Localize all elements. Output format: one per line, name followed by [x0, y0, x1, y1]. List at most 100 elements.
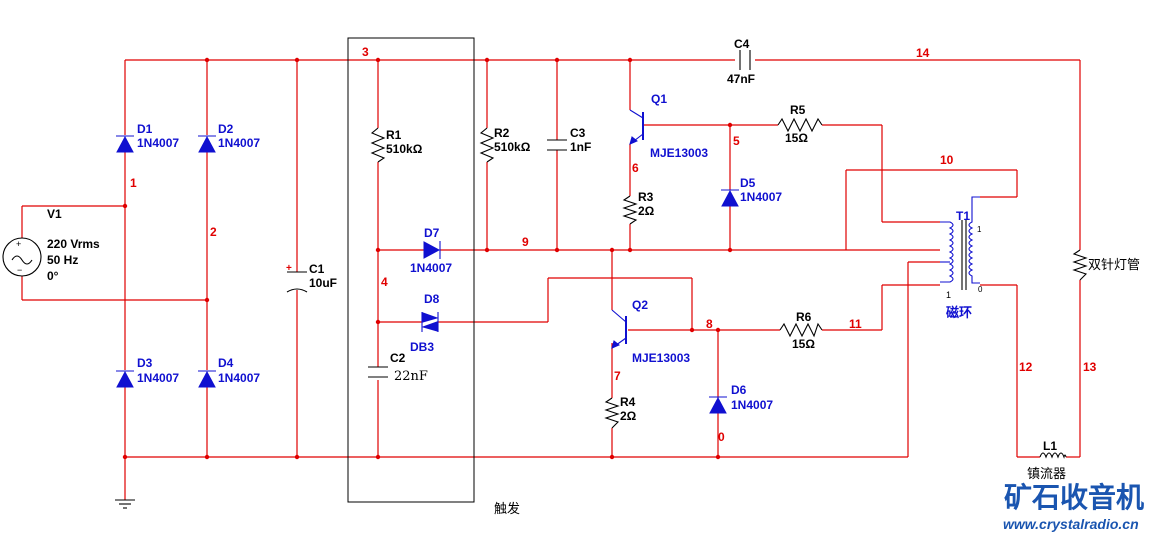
- net-2: 2: [210, 225, 217, 239]
- d7-value: 1N4007: [410, 261, 452, 275]
- t1-pin-right-0: 0: [978, 285, 983, 294]
- net-0: 0: [718, 430, 725, 444]
- c1-value: 10uF: [309, 276, 337, 290]
- svg-text:+: +: [16, 239, 21, 249]
- net-6: 6: [632, 161, 639, 175]
- junction-dots: [122, 57, 733, 460]
- q2-name: Q2: [632, 298, 648, 312]
- r2-name: R2: [494, 126, 510, 140]
- d4-name: D4: [218, 356, 234, 370]
- resistor-r4: [604, 397, 620, 429]
- net-9: 9: [522, 235, 529, 249]
- d5-name: D5: [740, 176, 756, 190]
- diode-d6: [709, 396, 727, 414]
- c3-name: C3: [570, 126, 586, 140]
- d6-name: D6: [731, 383, 747, 397]
- t1-pin-right-1: 1: [977, 225, 982, 234]
- net-5: 5: [733, 134, 740, 148]
- capacitor-c4: [739, 50, 751, 70]
- r6-value: 15Ω: [792, 337, 815, 351]
- net-10: 10: [940, 153, 954, 167]
- capacitor-c2: [368, 366, 388, 378]
- r5-value: 15Ω: [785, 131, 808, 145]
- r3-value: 2Ω: [638, 204, 655, 218]
- d3-value: 1N4007: [137, 371, 179, 385]
- transistor-q2: [611, 309, 627, 349]
- svg-text:+: +: [286, 263, 292, 274]
- net-4: 4: [381, 275, 388, 289]
- net-7: 7: [614, 369, 621, 383]
- diode-d4: [198, 370, 216, 388]
- net-8: 8: [706, 317, 713, 331]
- r5-name: R5: [790, 103, 806, 117]
- diode-d2: [198, 135, 216, 153]
- d3-name: D3: [137, 356, 153, 370]
- c1-name: C1: [309, 262, 325, 276]
- net-14: 14: [916, 46, 930, 60]
- d8-name: D8: [424, 292, 440, 306]
- d1-name: D1: [137, 122, 153, 136]
- capacitor-c3: [547, 139, 567, 151]
- d4-value: 1N4007: [218, 371, 260, 385]
- ground-icon: [115, 499, 135, 509]
- trigger-box: [347, 37, 475, 503]
- transistor-q1: [629, 109, 644, 145]
- trigger-label: 触发: [494, 501, 520, 517]
- q1-name: Q1: [651, 92, 667, 106]
- l1-name: L1: [1043, 439, 1057, 453]
- c3-value: 1nF: [570, 140, 591, 154]
- l1-label: 镇流器: [1027, 467, 1066, 482]
- r6-name: R6: [796, 310, 812, 324]
- net-3: 3: [362, 45, 369, 59]
- d6-value: 1N4007: [731, 398, 773, 412]
- resistor-r1: [370, 127, 386, 163]
- d1-value: 1N4007: [137, 136, 179, 150]
- lamp-label: 双针灯管: [1088, 258, 1140, 273]
- resistor-r3: [622, 195, 638, 225]
- net-11: 11: [849, 317, 862, 331]
- v1-name: V1: [47, 207, 62, 221]
- q2-value: MJE13003: [632, 351, 690, 365]
- r2-value: 510kΩ: [494, 140, 531, 154]
- lamp-filament: [1072, 249, 1088, 281]
- net-labels: 0 1 2 3 4 5 6 7 8 9 10 11 12 13 14: [130, 45, 1097, 444]
- net-13: 13: [1083, 360, 1097, 374]
- inductor-l1: [1039, 452, 1067, 459]
- c2-value: 22nF: [394, 369, 428, 384]
- net-1: 1: [130, 176, 137, 190]
- r4-name: R4: [620, 395, 636, 409]
- d5-value: 1N4007: [740, 190, 782, 204]
- diac-d8: [421, 312, 439, 332]
- resistor-r2: [479, 127, 495, 163]
- v1-phase: 0°: [47, 269, 59, 283]
- transformer-t1: 1 0 1: [940, 196, 983, 300]
- t1-name: T1: [956, 209, 970, 223]
- c4-value: 47nF: [727, 72, 755, 86]
- watermark-url: www.crystalradio.cn: [1003, 516, 1139, 532]
- v1-frequency: 50 Hz: [47, 253, 78, 267]
- r1-name: R1: [386, 128, 402, 142]
- watermark-title: 矿石收音机: [1004, 481, 1144, 514]
- v1-source: + −: [2, 237, 42, 277]
- d2-name: D2: [218, 122, 234, 136]
- r1-value: 510kΩ: [386, 142, 423, 156]
- r3-name: R3: [638, 190, 654, 204]
- diode-d3: [116, 370, 134, 388]
- diode-d5: [721, 189, 739, 207]
- diode-d1: [116, 135, 134, 153]
- v1-voltage: 220 Vrms: [47, 237, 100, 251]
- r4-value: 2Ω: [620, 409, 637, 423]
- net-12: 12: [1019, 360, 1033, 374]
- resistor-r6: [779, 322, 823, 338]
- t1-pin-left-1: 1: [946, 290, 951, 300]
- wires: [21, 59, 1081, 500]
- q1-value: MJE13003: [650, 146, 708, 160]
- resistor-r5: [777, 117, 823, 133]
- t1-label: 磁环: [946, 305, 972, 321]
- c2-name: C2: [390, 351, 406, 365]
- c4-name: C4: [734, 37, 750, 51]
- d7-name: D7: [424, 226, 440, 240]
- d8-value: DB3: [410, 340, 434, 354]
- diode-d7: [423, 241, 441, 259]
